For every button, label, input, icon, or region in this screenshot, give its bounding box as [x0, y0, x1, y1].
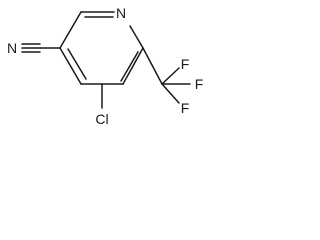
- bond-c2-c3-inner: [120, 51, 139, 82]
- fluorine-top-label: F: [181, 56, 190, 72]
- bond-c4-c5-inner: [67, 48, 87, 80]
- bond-c4-c5: [59, 47, 82, 85]
- ring-nitrogen-label: N: [116, 5, 126, 21]
- nitrile-nitrogen-label: N: [7, 40, 17, 56]
- bond-cf3-f-top: [161, 67, 180, 85]
- bond-cf3-f-bottom: [161, 83, 180, 104]
- bond-n1-c2: [129, 25, 144, 49]
- fluorine-bottom-label: F: [181, 100, 190, 116]
- bond-c5-c6: [59, 11, 82, 49]
- fluorine-right-label: F: [195, 76, 204, 92]
- bond-c2-cf3: [142, 47, 163, 85]
- chlorine-label: Cl: [95, 111, 108, 127]
- chemical-structure: N N Cl F F F: [7, 5, 204, 127]
- bond-c2-c3: [122, 47, 144, 85]
